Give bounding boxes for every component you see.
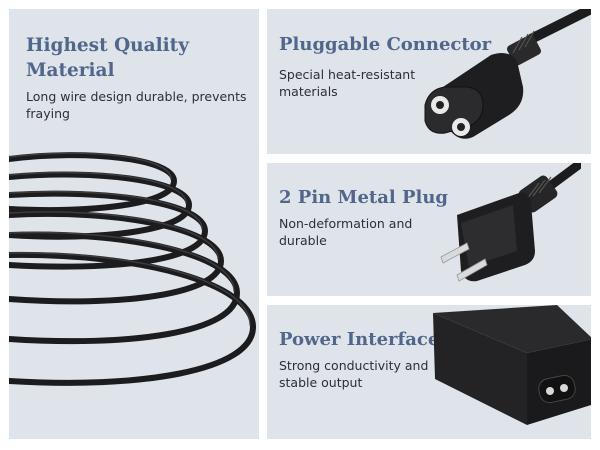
coiled-cable-image — [9, 152, 257, 386]
plug-description: Non-deformation and durable — [279, 216, 413, 248]
figure-8-connector-image — [424, 9, 591, 139]
plug-title: 2 Pin Metal Plug — [279, 187, 449, 208]
material-panel: Highest Quality Material Long wire desig… — [9, 9, 259, 439]
material-title: Highest Quality Material — [26, 35, 189, 81]
connector-title: Pluggable Connector — [279, 34, 492, 55]
plug-panel: 2 Pin Metal Plug Non-deformation and dur… — [267, 163, 591, 296]
interface-panel: Power Interface Strong conductivity and … — [267, 305, 591, 439]
two-pin-plug-image — [440, 163, 581, 282]
connector-panel: Pluggable Connector Special heat-resista… — [267, 9, 591, 154]
material-description: Long wire design durable, prevents frayi… — [26, 89, 247, 121]
interface-title: Power Interface — [279, 329, 440, 350]
interface-description: Strong conductivity and stable output — [279, 358, 429, 390]
power-adapter-image — [433, 305, 591, 425]
connector-description: Special heat-resistant materials — [279, 67, 416, 99]
